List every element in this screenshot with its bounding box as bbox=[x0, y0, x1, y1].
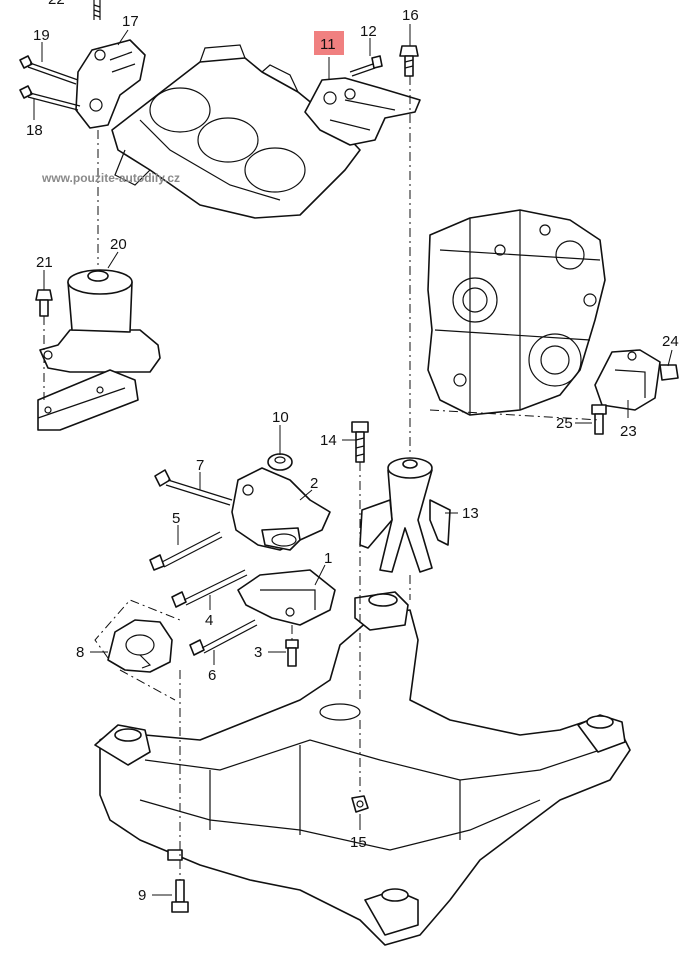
subframe bbox=[94, 591, 631, 946]
part-1-lower-bracket bbox=[237, 569, 336, 626]
callout-16: 16 bbox=[402, 7, 419, 24]
highlight-callout-11 bbox=[314, 31, 344, 55]
part-17-engine-bracket bbox=[75, 39, 146, 129]
callout-19: 19 bbox=[33, 27, 50, 44]
part-11-bracket bbox=[304, 77, 421, 146]
bolt-7 bbox=[154, 469, 233, 506]
callout-21: 21 bbox=[36, 254, 53, 271]
bolt-21 bbox=[35, 289, 53, 317]
callout-11: 11 bbox=[320, 36, 336, 53]
bolt-6 bbox=[189, 619, 258, 656]
part-8-subframe-mount bbox=[107, 619, 173, 673]
bolt-18 bbox=[19, 85, 81, 111]
callout-9: 9 bbox=[138, 887, 146, 904]
part-20-engine-mount bbox=[39, 269, 161, 373]
bolt-5 bbox=[149, 531, 223, 571]
part-2-gearbox-bracket bbox=[231, 467, 331, 551]
callout-13: 13 bbox=[462, 505, 479, 522]
callout-14: 14 bbox=[320, 432, 337, 449]
callout-2: 2 bbox=[310, 475, 318, 492]
callout-10: 10 bbox=[272, 409, 289, 426]
bolt-14 bbox=[351, 421, 369, 463]
callout-1: 1 bbox=[324, 550, 332, 567]
callout-17: 17 bbox=[122, 13, 139, 30]
assembly-axis-lines bbox=[43, 76, 601, 880]
callout-4: 4 bbox=[205, 612, 213, 629]
callout-25: 25 bbox=[556, 415, 573, 432]
bolt-24 bbox=[659, 364, 679, 381]
callout-12: 12 bbox=[360, 23, 377, 40]
callout-15: 15 bbox=[350, 834, 367, 851]
part-10-nut bbox=[267, 453, 293, 471]
bolt-4 bbox=[171, 569, 248, 608]
callout-24: 24 bbox=[662, 333, 679, 350]
callout-3: 3 bbox=[254, 644, 262, 661]
part-13-gearbox-mount bbox=[359, 457, 451, 573]
callout-22: 22 bbox=[48, 0, 65, 8]
watermark-text: www.pouzite-autodily.cz bbox=[41, 171, 180, 185]
callout-6: 6 bbox=[208, 667, 216, 684]
callout-labels: 22 17 19 18 11 12 16 20 21 24 25 23 10 1… bbox=[26, 0, 679, 904]
bolt-12 bbox=[349, 55, 383, 77]
left-rail-fragment bbox=[37, 369, 139, 431]
bolt-22 bbox=[93, 0, 101, 20]
bolt-16 bbox=[399, 45, 419, 77]
callout-7: 7 bbox=[196, 457, 204, 474]
bolt-9 bbox=[171, 879, 189, 913]
engine-block-outline bbox=[111, 44, 361, 219]
bolt-25 bbox=[591, 404, 607, 435]
part-23-bracket bbox=[594, 349, 661, 411]
gearbox-assembly bbox=[427, 209, 606, 416]
callout-18: 18 bbox=[26, 122, 43, 139]
callout-23: 23 bbox=[620, 423, 637, 440]
bolt-3 bbox=[285, 639, 299, 667]
callout-8: 8 bbox=[76, 644, 84, 661]
callout-leaders bbox=[33, 24, 673, 896]
callout-20: 20 bbox=[110, 236, 127, 253]
callout-5: 5 bbox=[172, 510, 180, 527]
bolt-19 bbox=[19, 55, 79, 85]
nut-15 bbox=[351, 795, 369, 813]
